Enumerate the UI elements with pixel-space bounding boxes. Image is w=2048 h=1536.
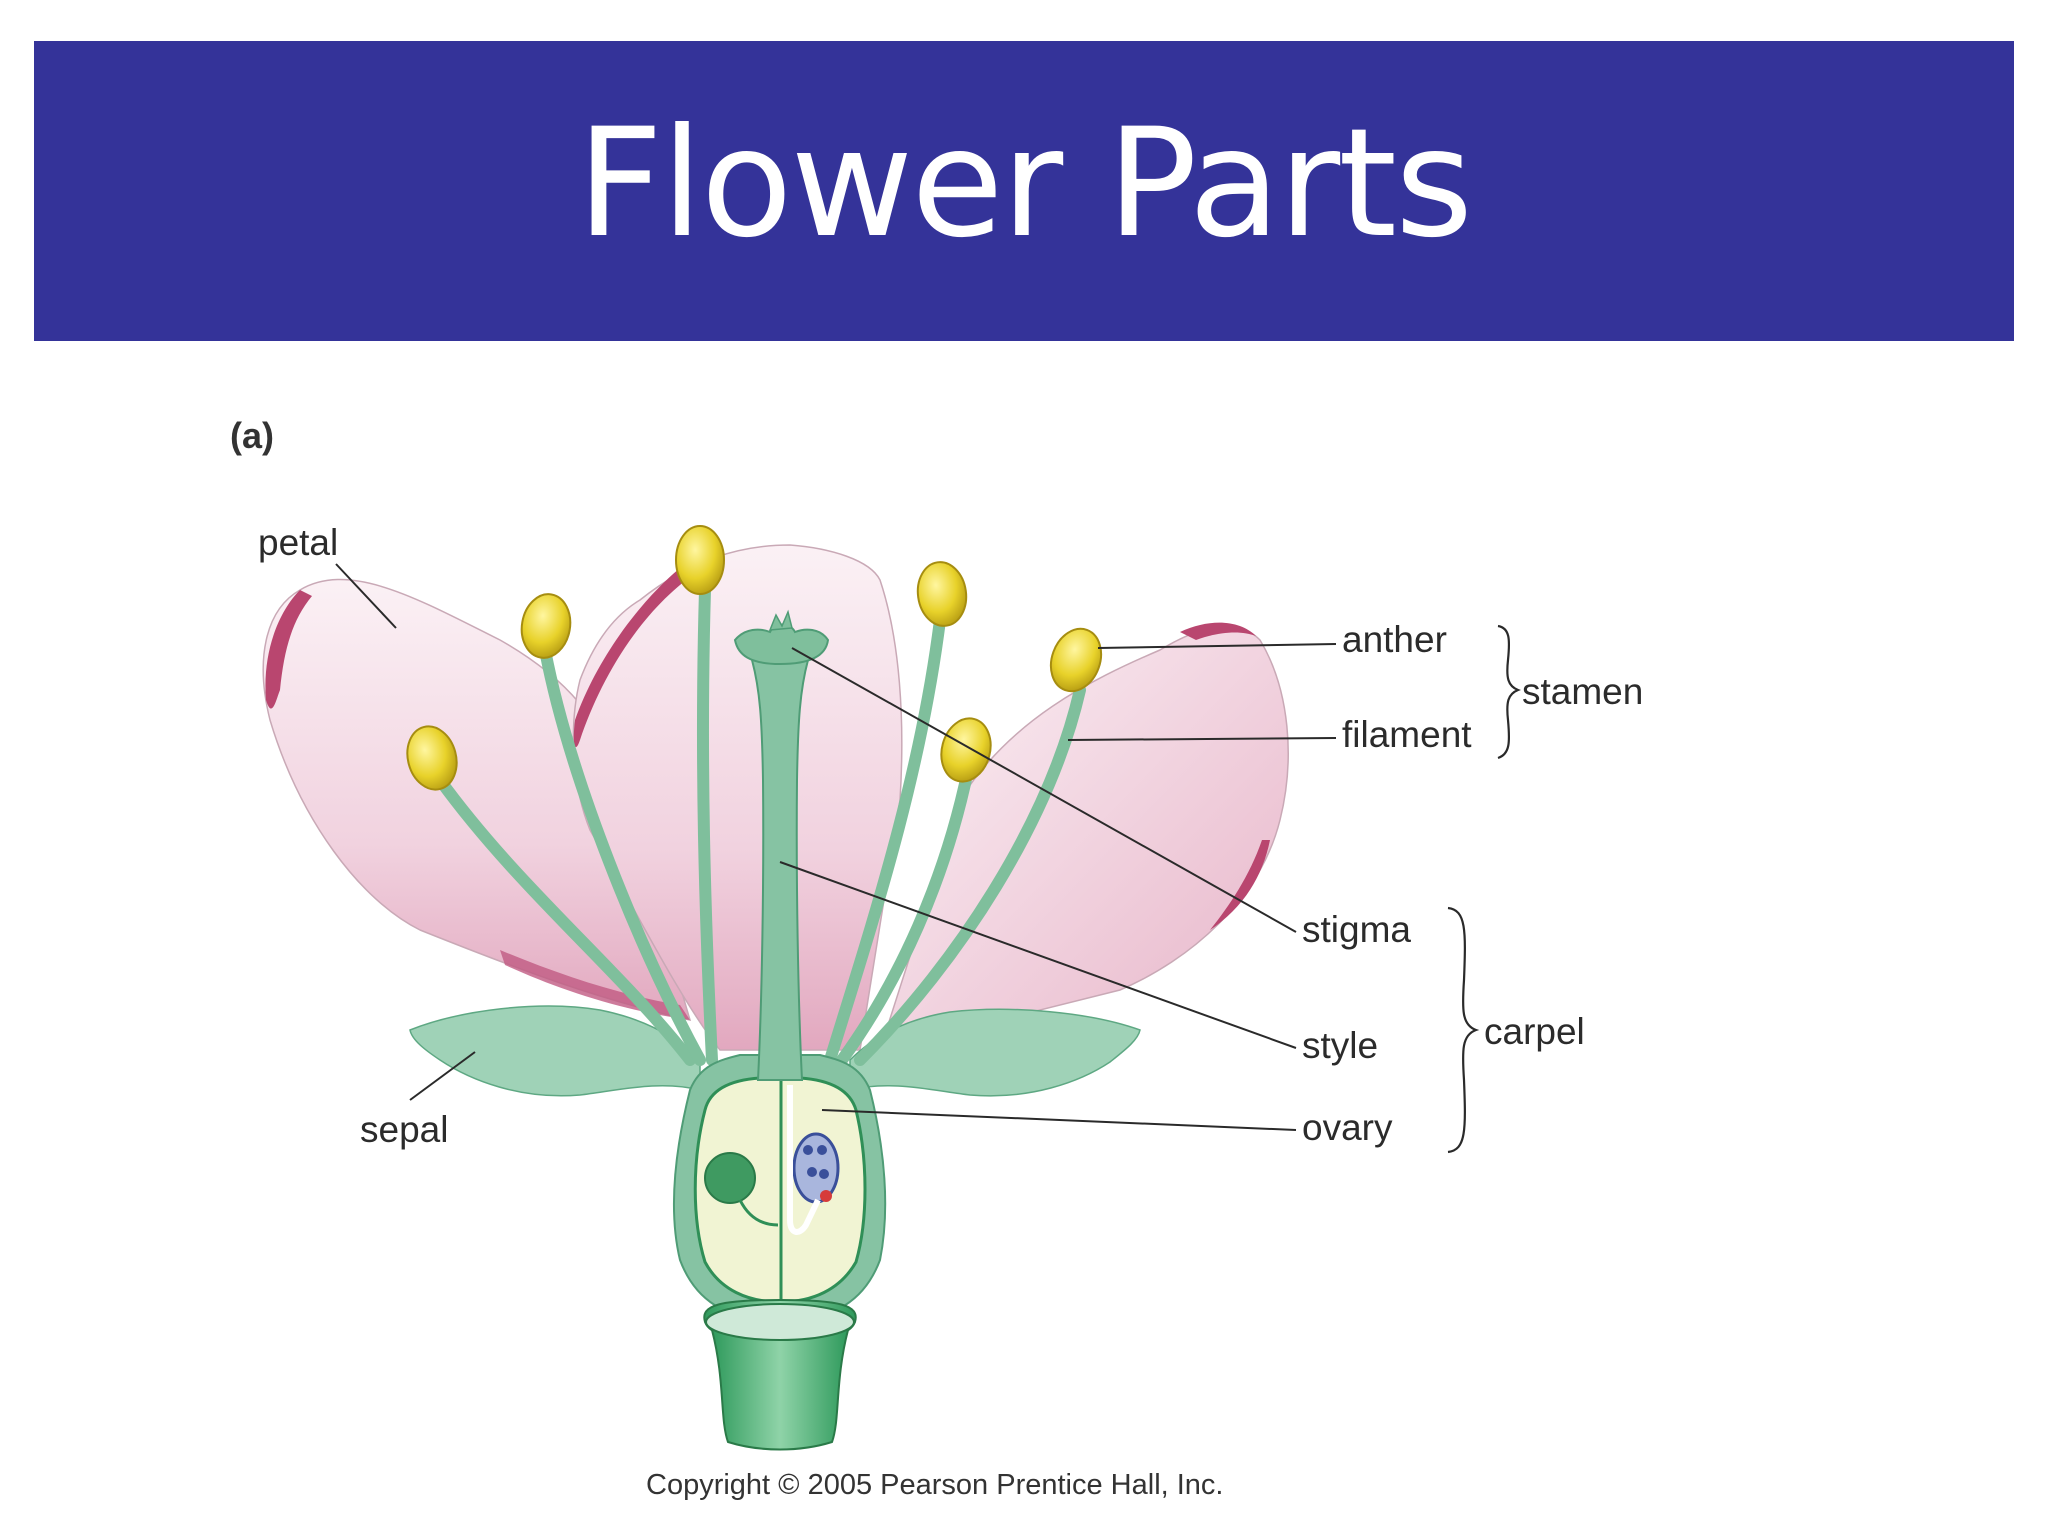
right-petal-lower-edge: [1210, 840, 1270, 930]
carpel-brace: [1447, 906, 1480, 1154]
right-sepal: [849, 1008, 1141, 1097]
anther-4: [916, 561, 968, 627]
label-carpel: carpel: [1484, 1011, 1585, 1052]
leader-lines: [335, 563, 1337, 1131]
panel-label: (a): [230, 415, 274, 456]
anther-leader: [1097, 643, 1337, 649]
ovule-right-dot: [820, 1190, 832, 1202]
ovary-leader: [821, 1109, 1297, 1131]
petals: [262, 544, 1289, 1052]
filament-1: [434, 774, 696, 1066]
right-petal-edge: [1180, 622, 1256, 640]
left-petal-edge: [265, 590, 312, 709]
anther-5: [940, 717, 992, 783]
sepal-leader: [409, 1051, 476, 1101]
stem-cut-face: [705, 1303, 855, 1341]
title-bar: Flower Parts: [34, 41, 2014, 341]
filament-5: [836, 764, 974, 1066]
slide-title: Flower Parts: [576, 97, 1473, 271]
label-filament: filament: [1342, 714, 1472, 755]
stigma-top: [733, 623, 830, 666]
pollen-tube: [787, 1085, 821, 1235]
label-stamen: stamen: [1522, 671, 1643, 712]
filament-leader: [1067, 737, 1337, 741]
ovule-right-cell-c: [807, 1167, 817, 1177]
label-stigma: stigma: [1302, 909, 1411, 950]
style-leader: [779, 861, 1297, 1049]
filament-3: [696, 584, 718, 1066]
anther-2: [520, 593, 572, 659]
label-style: style: [1302, 1025, 1378, 1066]
stigma-tip: [768, 609, 793, 631]
label-petal: petal: [258, 522, 338, 563]
ovule-left-stalk: [738, 1199, 779, 1227]
label-anther: anther: [1342, 619, 1447, 660]
label-sepal: sepal: [360, 1109, 448, 1150]
filament-2: [539, 644, 706, 1066]
ovule-right-cell-b: [817, 1145, 827, 1155]
filaments: [434, 584, 1086, 1066]
ovule-right-cell-a: [803, 1145, 813, 1155]
ovule-right-cell-d: [819, 1169, 829, 1179]
ovule-left: [704, 1152, 756, 1204]
stigma-leader: [791, 647, 1297, 933]
anther-1: [406, 725, 458, 791]
label-ovary: ovary: [1302, 1107, 1393, 1148]
ovule-right: [792, 1132, 840, 1204]
petal-leader: [335, 563, 397, 629]
center-petal: [572, 544, 903, 1051]
filament-6: [854, 684, 1086, 1066]
sepals: [409, 1005, 1141, 1097]
carpel-structure: [672, 609, 887, 1324]
left-sepal: [409, 1005, 701, 1097]
anther-3: [675, 525, 725, 595]
anther-6: [1049, 627, 1103, 693]
filament-4: [824, 614, 946, 1066]
stem-cut: [710, 1329, 850, 1451]
copyright-notice: Copyright © 2005 Pearson Prentice Hall, …: [646, 1469, 1224, 1501]
receptacle: [703, 1298, 857, 1451]
stamen-brace: [1497, 624, 1521, 760]
anthers: [406, 525, 1103, 791]
